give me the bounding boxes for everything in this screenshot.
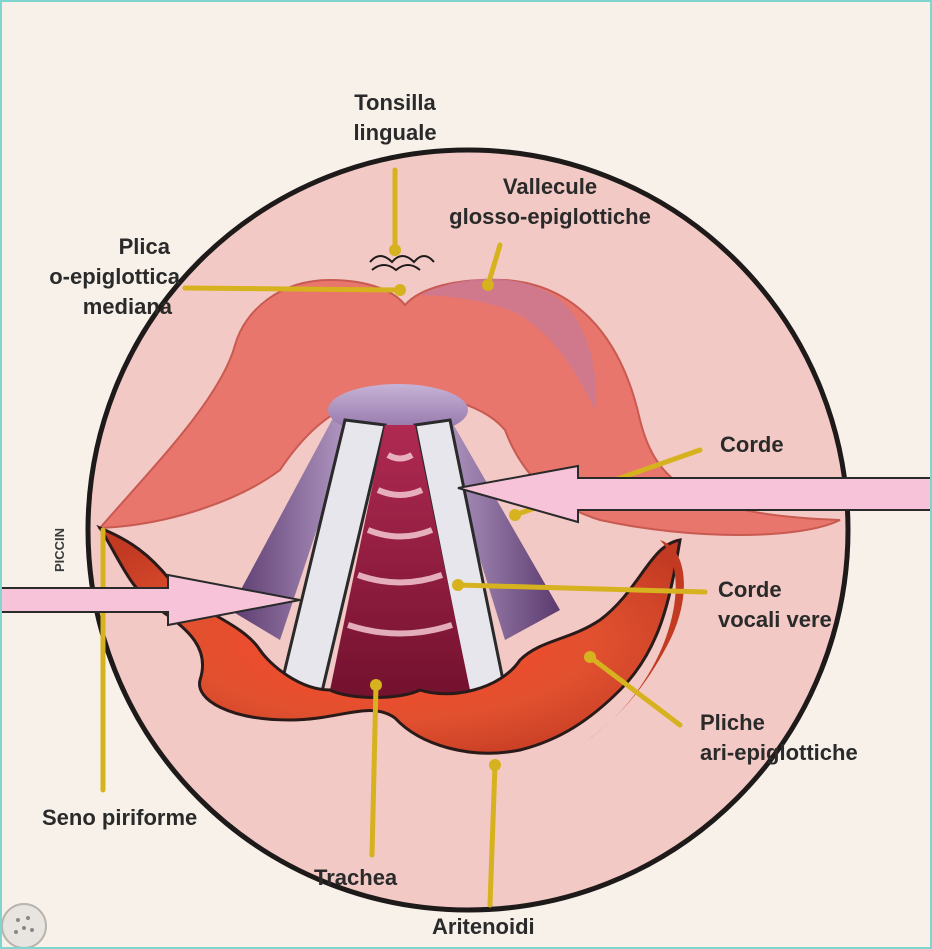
label-corde-vere: Corde vocali vere [718,575,832,635]
label-tonsilla-line1: Tonsilla [320,88,470,118]
label-plica-line2: o-epiglottica [0,262,180,292]
label-trachea: Trachea [314,863,397,893]
leader-plica [185,288,400,290]
label-tonsilla-line2: linguale [320,118,470,148]
label-vallecule-line2: glosso-epiglottiche [410,202,690,232]
label-pliche: Pliche ari-epiglottiche [700,708,858,768]
label-vallecule-line1: Vallecule [410,172,690,202]
label-aritenoidi: Aritenoidi [432,912,535,942]
label-corde-vere-line1: Corde [718,575,832,605]
label-corde-false-line1: Corde [720,430,784,460]
label-pliche-line2: ari-epiglottiche [700,738,858,768]
label-tonsilla: Tonsilla linguale [320,88,470,148]
label-plica-line1: Plica [0,232,180,262]
label-plica: Plica o-epiglottica mediana [0,232,180,322]
publisher-vertical-text: PICCIN [52,528,67,572]
label-corde-false: Corde [720,430,784,460]
label-pliche-line1: Pliche [700,708,858,738]
label-corde-vere-line2: vocali vere [718,605,832,635]
label-vallecule: Vallecule glosso-epiglottiche [410,172,690,232]
label-seno: Seno piriforme [42,803,197,833]
label-plica-line3: mediana [0,292,180,322]
